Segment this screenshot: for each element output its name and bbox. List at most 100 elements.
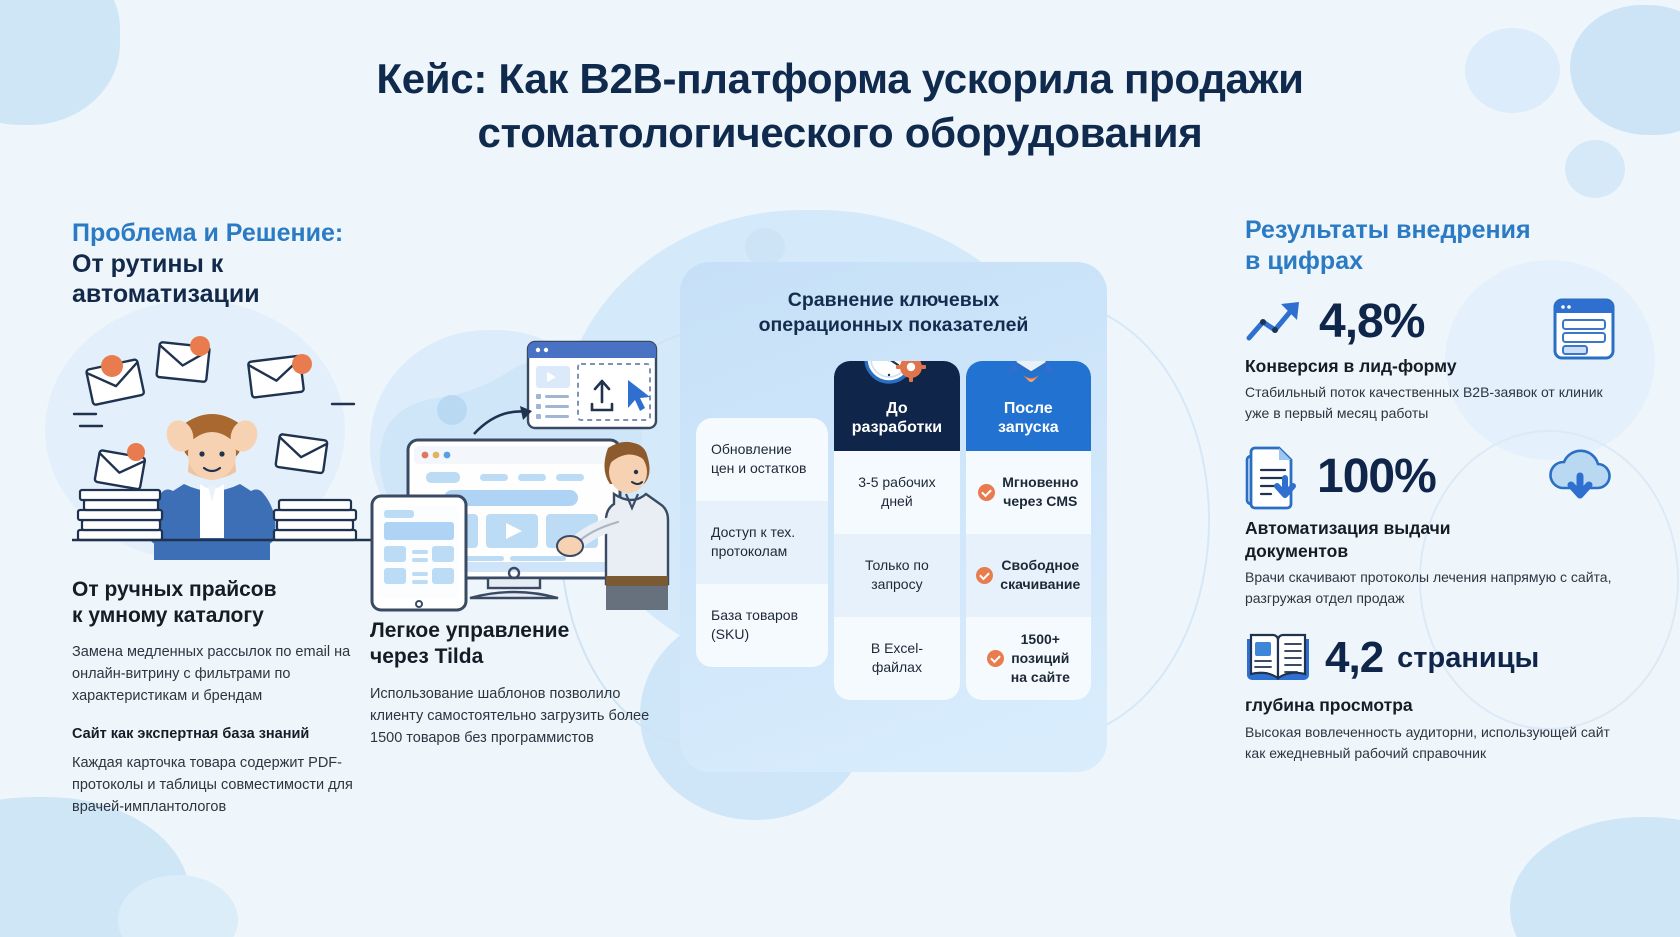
before-value-1-line1: Только по [865, 557, 929, 574]
stat-depth-row: 4,2 страницы [1245, 631, 1615, 685]
table-row: 1500+ позиций на сайте [966, 617, 1091, 700]
comparison-before-body: 3-5 рабочих дней Только по запросу В Exc… [834, 450, 960, 700]
stat-depth-description: Высокая вовлеченность аудиторни, использ… [1245, 723, 1610, 761]
page-title-line-2: стоматологического оборудования [477, 108, 1203, 156]
decorative-blob-right [1445, 260, 1655, 460]
after-value-1-line1: Свободное [1001, 557, 1080, 574]
stat-automation-label: Автоматизация выдачи документов [1245, 517, 1615, 562]
table-row: Обновление цен и остатков [696, 418, 828, 501]
comparison-metric-body: Обновление цен и остатков Доступ к тех. … [696, 417, 829, 667]
catalog-block-title-line1: От ручных прайсов [72, 577, 277, 601]
stat-automation-label-line1: Автоматизация выдачи [1245, 518, 1451, 539]
growth-arrow-icon [1245, 298, 1305, 346]
after-header-line1: После [1003, 399, 1053, 417]
stat-conversion-description: Стабильный поток качественных B2B-заявок… [1245, 384, 1603, 422]
metric-label-0-line1: Обновление [711, 441, 792, 458]
before-header-line1: До [886, 399, 908, 417]
after-header-line2: запуска [997, 418, 1059, 436]
table-row: В Excel- файлах [834, 617, 959, 700]
tilda-paragraph: Использование шаблонов позволило клиенту… [370, 685, 650, 746]
stat-automation: 100% Автоматизация выдачи документов Вра… [1245, 446, 1615, 609]
table-row: Свободное скачивание [965, 533, 1091, 617]
check-dot-icon [976, 566, 994, 584]
open-book-icon [1245, 631, 1311, 685]
lead-form-window-icon [1553, 298, 1615, 360]
before-value-1-line2: запросу [871, 576, 923, 593]
check-dot-icon [978, 483, 996, 501]
stat-depth-unit: страницы [1397, 641, 1540, 674]
decorative-blob-bottom-right [1510, 817, 1680, 937]
page-title-line-1: Кейс: Как B2B-платформа ускорила продажи [376, 55, 1304, 102]
before-value-2-line2: файлах [871, 659, 922, 676]
before-header-line2: разработки [851, 418, 943, 436]
problem-solution-body: От ручных прайсов к умному каталогу Заме… [72, 577, 372, 819]
comparison-after-body: Мгновенно через CMS Свободное скачивание [965, 450, 1091, 700]
tilda-block-title: Легкое управление через Tilda [370, 618, 665, 671]
metric-label-0-line2: цен и остатков [711, 460, 807, 477]
tilda-block-title-line1: Легкое управление [370, 619, 570, 642]
metric-label-2-line2: (SKU) [711, 626, 750, 643]
stat-conversion-row: 4,8% [1245, 298, 1615, 346]
rocket-icon [1001, 360, 1057, 389]
tilda-body: Легкое управление через Tilda Использова… [370, 618, 665, 749]
stat-automation-value: 100% [1317, 450, 1437, 504]
stressed-man-illustration [72, 318, 372, 573]
knowledge-base-paragraph: Каждая карточка товара содержит PDF-прот… [72, 755, 353, 816]
page-title: Кейс: Как B2B-платформа ускорила продажи… [0, 52, 1680, 160]
stat-depth: 4,2 страницы глубина просмотра Высокая в… [1245, 631, 1615, 763]
comparison-panel: Сравнение ключевых операционных показате… [680, 262, 1107, 772]
tilda-block-title-line2: через Tilda [370, 645, 484, 669]
stat-conversion-label: Конверсия в лид-форму [1245, 356, 1457, 376]
comparison-title: Сравнение ключевых операционных показате… [680, 262, 1107, 339]
table-row: 3-5 рабочих дней [834, 451, 959, 534]
after-value-2-line3: на сайте [1010, 668, 1070, 685]
decorative-blob-center-small [745, 228, 785, 266]
results-headings: Результаты внедрения в цифрах [1245, 215, 1615, 276]
comparison-after-column: После запуска Мгновенно через CMS [965, 360, 1091, 700]
stat-conversion: 4,8% Конверсия в лид-форму Стабильный по… [1245, 298, 1615, 424]
stat-automation-description: Врачи скачивают протоколы лечения напрям… [1245, 569, 1612, 607]
catalog-block-title: От ручных прайсов к умному каталогу [72, 577, 372, 630]
document-download-icon [1245, 446, 1303, 510]
comparison-before-column: До разработки 3-5 рабочих дней Только по… [834, 360, 960, 700]
decorative-blob-top-right-2 [1465, 28, 1560, 113]
comparison-metric-column: Обновление цен и остатков Доступ к тех. … [696, 417, 829, 700]
before-value-0-line2: дней [881, 493, 913, 510]
catalog-paragraph: Замена медленных рассылок по email на он… [72, 644, 351, 705]
check-dot-icon [986, 649, 1004, 667]
results-heading-line2: в цифрах [1245, 246, 1364, 275]
comparison-table: Обновление цен и остатков Доступ к тех. … [680, 360, 1107, 700]
stat-automation-label-line2: документов [1245, 540, 1349, 561]
after-value-0-line2: через CMS [1003, 493, 1078, 510]
comparison-before-header: До разработки [834, 360, 960, 451]
table-row: База товаров (SKU) [696, 584, 828, 667]
clock-gear-icon [863, 360, 931, 389]
results-column: Результаты внедрения в цифрах 4,8% [1245, 215, 1615, 786]
table-row: Только по запросу [834, 533, 960, 617]
table-row: Доступ к тех. протоколам [696, 500, 829, 584]
metric-label-1-line2: протоколам [711, 543, 788, 560]
comparison-title-line1: Сравнение ключевых [787, 289, 1000, 311]
cloud-download-icon [1545, 446, 1615, 508]
stat-depth-value: 4,2 [1325, 633, 1384, 683]
decorative-blob-top-right-3 [1565, 140, 1625, 198]
decorative-ring-3 [1419, 430, 1679, 730]
problem-solution-heading: Проблема и Решение: [72, 219, 344, 247]
comparison-title-line2: операционных показателей [758, 314, 1029, 337]
tilda-column: Легкое управление через Tilda Использова… [370, 330, 670, 749]
table-row: Мгновенно через CMS [966, 451, 1091, 534]
metric-label-1-line1: Доступ к тех. [711, 524, 796, 541]
results-heading-line1: Результаты внедрения [1245, 216, 1531, 244]
stat-automation-row: 100% [1245, 446, 1615, 510]
knowledge-base-mini-title: Сайт как экспертная база знаний [72, 725, 310, 742]
website-presentation-illustration [370, 330, 670, 612]
before-value-2-line1: В Excel- [870, 640, 923, 657]
catalog-block-title-line2: к умному каталогу [72, 603, 264, 627]
problem-solution-headings: Проблема и Решение: От рутины к автомати… [72, 218, 372, 310]
after-value-2-line1: 1500+ [1020, 631, 1060, 648]
problem-solution-column: Проблема и Решение: От рутины к автомати… [72, 218, 372, 818]
after-value-2-line2: позиций [1011, 649, 1070, 666]
after-value-1-line2: скачивание [1000, 576, 1081, 593]
comparison-after-header: После запуска [965, 360, 1091, 451]
problem-solution-subheading: От рутины к автоматизации [72, 249, 260, 309]
